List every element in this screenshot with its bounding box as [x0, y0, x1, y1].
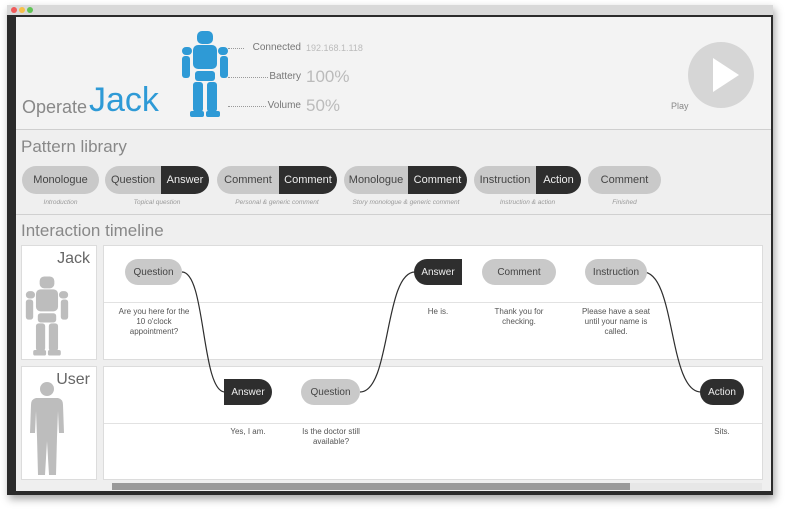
pattern-comment-comment[interactable]: Comment Comment: [217, 166, 337, 194]
event-text: Is the doctor still available?: [302, 427, 360, 446]
lane-label: Jack: [57, 250, 90, 267]
connected-value: 192.168.1.118: [306, 43, 363, 53]
pattern-instruction-action[interactable]: Instruction Action: [474, 166, 581, 194]
lane-header-user: User: [21, 366, 97, 480]
person-silhouette-icon: [30, 382, 64, 475]
battery-label: Battery: [269, 71, 301, 82]
lane-header-jack: Jack: [21, 245, 97, 360]
timeline-event-answer[interactable]: Answer: [224, 379, 272, 405]
volume-value: 50%: [306, 96, 341, 115]
timeline-scrollbar[interactable]: [112, 483, 762, 490]
pattern-comment[interactable]: Comment: [588, 166, 661, 194]
pattern-segment: Comment: [588, 166, 661, 194]
event-label: Answer: [231, 386, 265, 398]
lane-label: User: [56, 371, 90, 388]
operate-label: Operate: [22, 97, 88, 117]
pattern-segment: Question: [105, 166, 161, 194]
connector-line: [228, 77, 268, 78]
pattern-segment: Action: [536, 166, 581, 194]
pattern-segment: Comment: [279, 166, 337, 194]
play-icon: [713, 58, 739, 92]
pattern-segment: Comment: [408, 166, 467, 194]
lane-separator: [104, 302, 762, 303]
pattern-caption: Introduction: [43, 199, 78, 206]
pattern-caption: Story monologue & generic comment: [352, 199, 460, 206]
connector-line: [228, 48, 244, 49]
event-text: He is.: [427, 307, 449, 316]
zoom-window-button[interactable]: [27, 7, 33, 13]
scrollbar-thumb[interactable]: [112, 483, 630, 490]
volume-label: Volume: [267, 100, 301, 111]
event-text: Please have a seat until your name is ca…: [581, 307, 651, 336]
event-label: Answer: [421, 266, 455, 278]
app-window: Operate Jack: [7, 5, 773, 495]
robot-silhouette-icon: [25, 276, 69, 356]
lane-user: [103, 366, 763, 480]
timeline-event-comment[interactable]: Comment: [482, 259, 556, 285]
flow-connector: [181, 271, 702, 393]
timeline-title: Interaction timeline: [21, 221, 164, 240]
pattern-segment: Comment: [217, 166, 279, 194]
pattern-segment: Instruction: [474, 166, 536, 194]
timeline-event-question[interactable]: Question: [125, 259, 182, 285]
robot-name: Jack: [89, 81, 159, 119]
timeline-event-answer[interactable]: Answer: [414, 259, 462, 285]
pattern-segment: Answer: [161, 166, 209, 194]
event-label: Instruction: [592, 266, 640, 278]
event-text: Yes, I am.: [230, 427, 266, 436]
pattern-monologue-comment[interactable]: Monologue Comment: [344, 166, 467, 194]
minimize-window-button[interactable]: [19, 7, 25, 13]
pattern-segment: Monologue: [344, 166, 408, 194]
connector-line: [228, 106, 266, 107]
pattern-caption: Finished: [612, 199, 637, 206]
pattern-library-title: Pattern library: [21, 137, 127, 156]
section-divider: [16, 214, 771, 215]
timeline-event-action[interactable]: Action: [700, 379, 744, 405]
play-label: Play: [671, 101, 689, 111]
battery-value: 100%: [306, 67, 350, 86]
event-label: Question: [133, 266, 174, 278]
connected-label: Connected: [252, 42, 301, 53]
close-window-button[interactable]: [11, 7, 17, 13]
event-text: Thank you for checking.: [494, 307, 544, 326]
play-button[interactable]: [688, 42, 754, 108]
pattern-caption: Instruction & action: [499, 199, 556, 206]
pattern-question-answer[interactable]: Question Answer: [105, 166, 209, 194]
robot-icon: [182, 31, 228, 117]
operate-header: Operate Jack: [16, 17, 771, 130]
event-text: Sits.: [714, 427, 730, 436]
app-content: Operate Jack: [16, 17, 771, 491]
pattern-caption: Personal & generic comment: [235, 199, 319, 206]
title-bar: [7, 5, 773, 15]
pattern-segment: Monologue: [22, 166, 99, 194]
event-label: Comment: [497, 266, 541, 278]
timeline-event-instruction[interactable]: Instruction: [585, 259, 647, 285]
event-text: Are you here for the 10 o'clock appointm…: [118, 307, 190, 336]
pattern-caption: Topical question: [133, 199, 181, 206]
event-label: Question: [310, 386, 351, 398]
lane-separator: [104, 423, 762, 424]
event-label: Action: [708, 386, 736, 398]
pattern-monologue[interactable]: Monologue: [22, 166, 99, 194]
timeline-event-question[interactable]: Question: [301, 379, 360, 405]
